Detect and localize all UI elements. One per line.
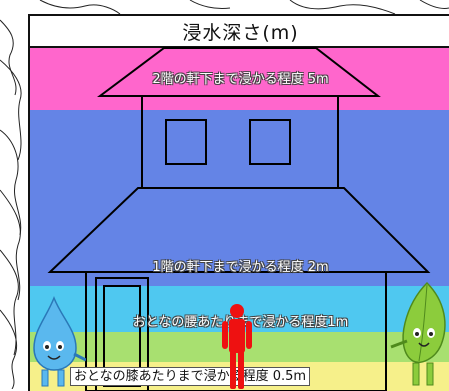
flood-depth-legend: 浸水深さ(m) 2階の軒下まで浸かる程度 5m 1階の軒下まで浸かる程度 2m … [28, 14, 449, 391]
leaf-mascot-icon [390, 281, 446, 386]
level-0-5m-label: おとなの膝あたりまで浸かる程度 0.5m [70, 367, 311, 386]
level-2m-label: 1階の軒下まで浸かる程度 2m [152, 260, 329, 275]
level-0-5m-label-wrap: おとなの膝あたりまで浸かる程度 0.5m [70, 365, 449, 386]
water-drop-mascot-icon [33, 296, 86, 387]
person-figure-icon [222, 304, 252, 389]
legend-title-bar: 浸水深さ(m) [30, 16, 449, 48]
level-5m-label: 2階の軒下まで浸かる程度 5m [152, 72, 329, 87]
legend-title: 浸水深さ(m) [182, 21, 299, 44]
